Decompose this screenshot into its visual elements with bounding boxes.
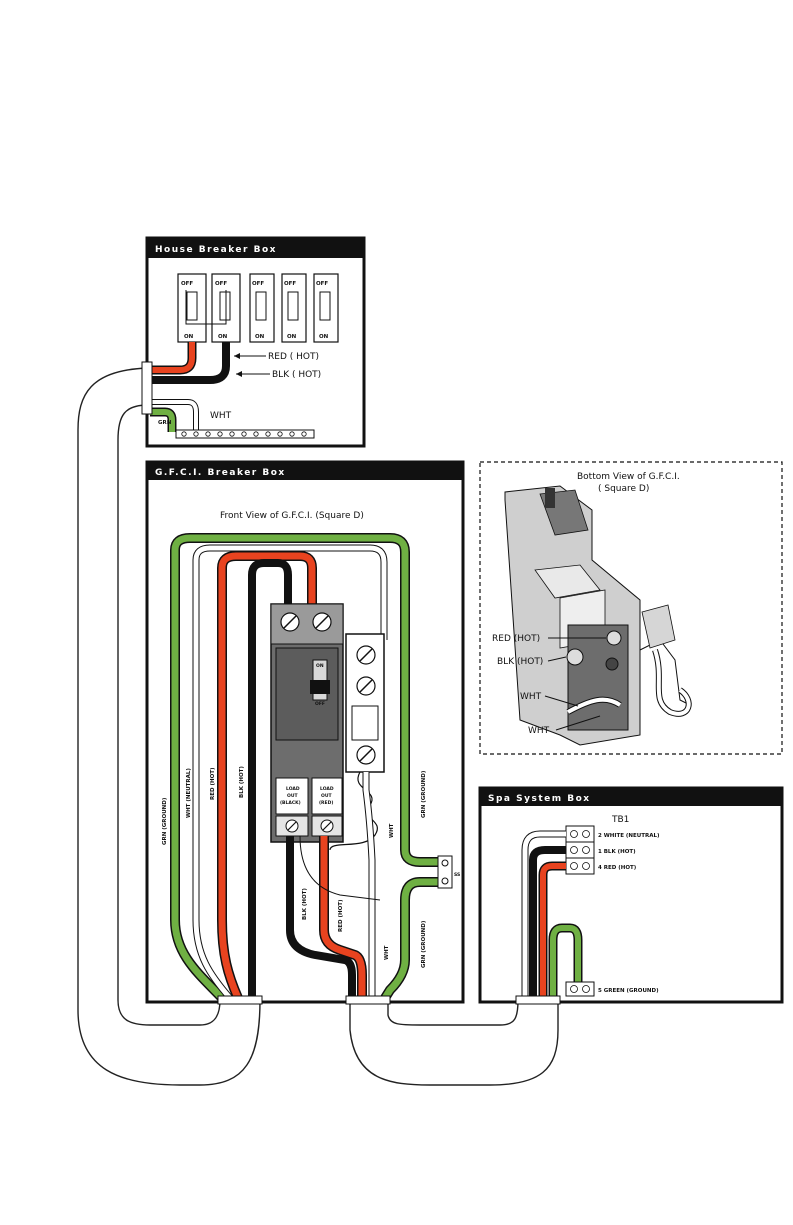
gfci-red-output-wire	[320, 836, 366, 998]
tb1-red: 4 RED (HOT)	[598, 865, 637, 871]
breaker1-on: ON	[184, 334, 194, 340]
house-label-grn: GRN	[158, 420, 172, 426]
breaker4-off: OFF	[284, 281, 296, 287]
house-box-titlebar	[147, 238, 364, 258]
bottom-view-title-1: Bottom View of G.F.C.I.	[577, 472, 680, 482]
gfci-box-title: G.F.C.I. Breaker Box	[155, 468, 286, 478]
load-red-line3: (RED)	[319, 800, 333, 806]
spa-black-wire	[529, 846, 566, 998]
gfci-white-output-wire	[363, 772, 375, 998]
house-label-red: RED ( HOT)	[268, 352, 319, 362]
spa-terminal-block-label: TB1	[611, 815, 629, 825]
label-grn-ground-out: GRN (GROUND)	[421, 920, 427, 968]
house-white-wire	[150, 400, 198, 432]
house-red-wire	[148, 342, 195, 373]
gfci-breaker-box: G.F.C.I. Breaker Box Front View of G.F.C…	[145, 460, 465, 1004]
house-conduit-fitting	[141, 361, 153, 415]
gfci-right-conduit-fitting	[345, 995, 391, 1005]
spa-green-wire	[550, 925, 581, 998]
spa-ground-label: 5 GREEN (GROUND)	[598, 988, 659, 994]
house-bus-bar	[175, 429, 315, 439]
spa-white-wire	[522, 831, 566, 998]
breaker1-off: OFF	[181, 281, 193, 287]
spa-red-wire	[540, 863, 566, 998]
gfci-left-conduit-fitting	[217, 995, 263, 1005]
label-grn-ground: GRN (GROUND)	[162, 797, 168, 845]
label-red-hot-out: RED (HOT)	[338, 899, 344, 932]
house-green-wire	[150, 409, 175, 432]
gfci-breaker-off: OFF	[315, 701, 325, 707]
spa-box-titlebar	[480, 788, 782, 806]
breaker3-on: ON	[255, 334, 265, 340]
conduit-fittings	[141, 361, 561, 1005]
load-red-line2: OUT	[321, 793, 332, 799]
label-red-hot: RED (HOT)	[210, 767, 216, 800]
bottom-view-label-red: RED (HOT)	[492, 634, 540, 644]
gfci-black-input-wire	[248, 559, 292, 998]
label-blk-hot: BLK (HOT)	[239, 766, 245, 798]
bottom-view-label-blk: BLK (HOT)	[497, 657, 543, 667]
label-blk-hot-out: BLK (HOT)	[302, 888, 308, 920]
gfci-green-input-wire	[171, 534, 440, 1001]
label-wht-out: WHT	[384, 945, 390, 960]
conduit-house-to-gfci	[77, 367, 261, 1086]
label-wht-neutral: WHT (NEUTRAL)	[186, 768, 192, 818]
breaker5-on: ON	[319, 334, 329, 340]
bottom-view-title-2: ( Square D)	[598, 484, 649, 494]
breaker3-off: OFF	[252, 281, 264, 287]
spa-box-title: Spa System Box	[488, 794, 591, 804]
spa-conduit-fitting	[515, 995, 561, 1005]
gfci-ground-bar	[437, 855, 453, 889]
house-label-wht: WHT	[210, 411, 232, 421]
bottom-view-white-wire	[567, 697, 622, 714]
house-breaker-box: House Breaker Box OFF OFF OFF OFF OFF ON…	[145, 236, 366, 448]
gfci-white-neutral-wire	[193, 545, 387, 1000]
breaker4-on: ON	[287, 334, 297, 340]
gfci-green-output-wire	[382, 878, 440, 1000]
house-black-wire	[148, 342, 230, 384]
gfci-box-titlebar	[147, 462, 463, 480]
house-label-blk: BLK ( HOT)	[272, 370, 321, 380]
gfci-red-input-wire	[218, 552, 316, 1000]
label-grn-ground-right: GRN (GROUND)	[421, 770, 427, 818]
label-wht-pigtail: WHT	[389, 823, 395, 838]
bottom-view-panel: Bottom View of G.F.C.I. ( Square D) RED …	[479, 461, 783, 755]
load-black-line3: (BLACK)	[280, 800, 301, 806]
gfci-thin-loop	[299, 835, 381, 901]
load-black-line1: LOAD	[286, 786, 300, 792]
load-red-line1: LOAD	[320, 786, 334, 792]
bottom-view-label-wht2: WHT	[528, 726, 550, 736]
load-black-line2: OUT	[287, 793, 298, 799]
house-box-title: House Breaker Box	[155, 245, 277, 255]
breaker2-on: ON	[218, 334, 228, 340]
spa-system-box: Spa System Box TB1 2 WHITE (NEUTRAL) 1 B…	[478, 786, 784, 1004]
gfci-front-view-title: Front View of G.F.C.I. (Square D)	[220, 511, 364, 521]
breaker5-off: OFF	[316, 281, 328, 287]
gfci-black-output-wire	[286, 836, 356, 998]
tb1-white: 2 WHITE (NEUTRAL)	[598, 833, 660, 839]
breaker2-off: OFF	[215, 281, 227, 287]
gfci-toggle-handle	[310, 680, 330, 694]
bottom-view-coiled-wire	[653, 649, 691, 716]
gfci-breaker-on: ON	[316, 663, 324, 669]
bottom-view-label-wht1: WHT	[520, 692, 542, 702]
house-breakers: OFF OFF OFF OFF OFF ON ON ON ON ON	[177, 273, 339, 343]
tb1-blk: 1 BLK (HOT)	[598, 849, 636, 855]
conduit-gfci-to-spa	[349, 999, 559, 1086]
gfci-ground-bar-label: SS	[454, 872, 460, 878]
